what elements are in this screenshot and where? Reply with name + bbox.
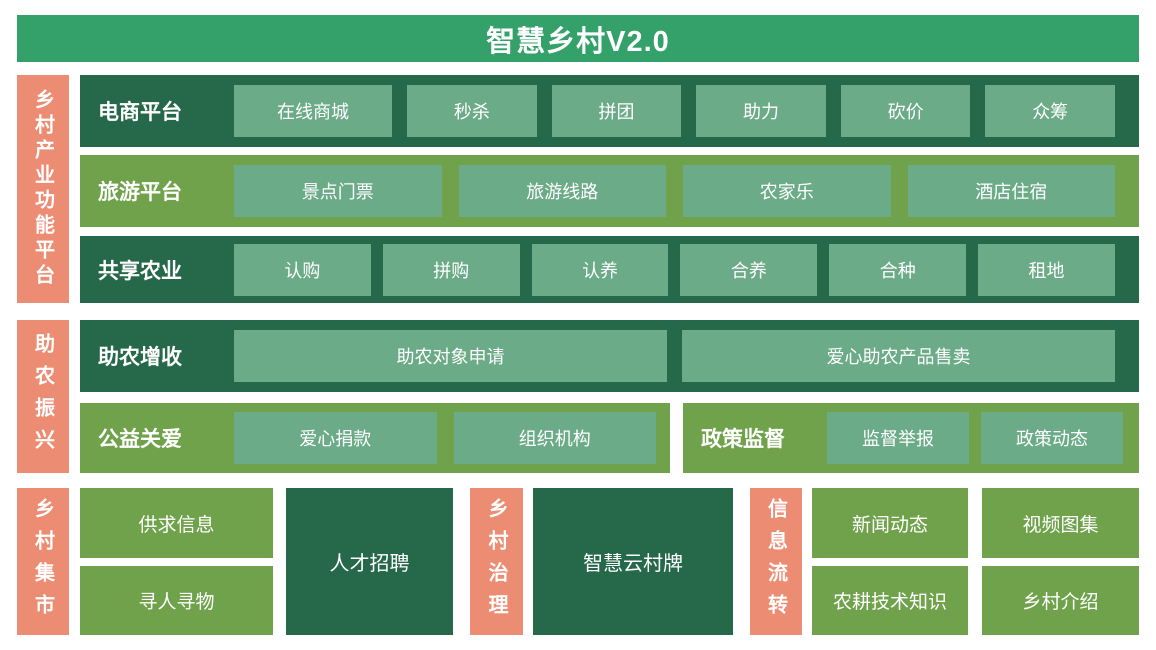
item-group-purchase[interactable]: 拼购 <box>382 243 520 296</box>
tile-recruitment[interactable]: 人才招聘 <box>286 488 453 635</box>
item-flash-sale[interactable]: 秒杀 <box>407 85 537 137</box>
item-group-buy[interactable]: 拼团 <box>551 85 682 137</box>
item-online-mall[interactable]: 在线商城 <box>234 85 393 137</box>
section-label-public-welfare: 公益关爱 <box>98 428 182 451</box>
farmer-income-items: 助农对象申请 爱心助农产品售卖 <box>234 330 1139 382</box>
page-title-bar: 智慧乡村V2.0 <box>17 15 1139 62</box>
section-label-policy-supervision: 政策监督 <box>701 428 785 451</box>
section-label-ecommerce: 电商平台 <box>98 101 182 124</box>
item-boost[interactable]: 助力 <box>696 85 826 137</box>
item-charity-farm-product-sales[interactable]: 爱心助农产品售卖 <box>682 330 1115 382</box>
tile-village-introduction[interactable]: 乡村介绍 <box>982 566 1139 635</box>
item-land-rental[interactable]: 租地 <box>978 243 1115 296</box>
section-label-farmer-income: 助农增收 <box>98 346 182 369</box>
item-tour-routes[interactable]: 旅游线路 <box>458 165 666 217</box>
tile-smart-cloud-village-board[interactable]: 智慧云村牌 <box>533 488 733 635</box>
item-attraction-tickets[interactable]: 景点门票 <box>234 165 442 217</box>
item-supervision-report[interactable]: 监督举报 <box>827 412 969 464</box>
section-public-welfare: 公益关爱 爱心捐款 组织机构 <box>80 403 670 473</box>
item-co-raise[interactable]: 合养 <box>680 243 818 296</box>
item-subscribe-purchase[interactable]: 认购 <box>234 243 371 296</box>
tile-farming-tech-knowledge[interactable]: 农耕技术知识 <box>812 566 968 635</box>
item-adopt[interactable]: 认养 <box>531 243 669 296</box>
tile-lost-and-found[interactable]: 寻人寻物 <box>80 566 273 635</box>
item-organizations[interactable]: 组织机构 <box>453 412 656 464</box>
sidebar-label-village-market: 乡村集市 <box>17 488 69 635</box>
tourism-items: 景点门票 旅游线路 农家乐 酒店住宿 <box>234 165 1139 217</box>
sidebar-label-rural-industry-platform: 乡村产业功能平台 <box>17 75 69 303</box>
sidebar-label-village-governance: 乡村治理 <box>470 488 523 635</box>
item-farm-stay[interactable]: 农家乐 <box>683 165 891 217</box>
section-shared-agriculture: 共享农业 认购 拼购 认养 合养 合种 租地 <box>80 236 1139 303</box>
section-ecommerce-platform: 电商平台 在线商城 秒杀 拼团 助力 砍价 众筹 <box>80 75 1139 147</box>
tile-video-gallery[interactable]: 视频图集 <box>982 488 1139 558</box>
item-bargain[interactable]: 砍价 <box>840 85 971 137</box>
public-welfare-items: 爱心捐款 组织机构 <box>234 412 670 464</box>
ecommerce-items: 在线商城 秒杀 拼团 助力 砍价 众筹 <box>234 85 1139 137</box>
item-crowdfunding[interactable]: 众筹 <box>985 85 1115 137</box>
sidebar-label-farmer-assistance: 助农振兴 <box>17 320 69 473</box>
section-policy-supervision: 政策监督 监督举报 政策动态 <box>683 403 1139 473</box>
item-aid-recipient-application[interactable]: 助农对象申请 <box>234 330 667 382</box>
shared-agriculture-items: 认购 拼购 认养 合养 合种 租地 <box>234 243 1139 296</box>
section-label-shared-agriculture: 共享农业 <box>98 259 182 283</box>
item-hotel-lodging[interactable]: 酒店住宿 <box>907 165 1115 217</box>
section-tourism-platform: 旅游平台 景点门票 旅游线路 农家乐 酒店住宿 <box>80 155 1139 227</box>
section-farmer-income-boost: 助农增收 助农对象申请 爱心助农产品售卖 <box>80 320 1139 392</box>
item-charity-donation[interactable]: 爱心捐款 <box>234 412 437 464</box>
policy-supervision-items: 监督举报 政策动态 <box>827 412 1139 464</box>
item-policy-updates[interactable]: 政策动态 <box>981 412 1123 464</box>
page-title: 智慧乡村V2.0 <box>486 25 670 58</box>
item-co-plant[interactable]: 合种 <box>829 243 967 296</box>
tile-supply-demand-info[interactable]: 供求信息 <box>80 488 273 558</box>
sidebar-label-information-flow: 信息流转 <box>750 488 802 635</box>
section-label-tourism: 旅游平台 <box>98 181 182 204</box>
tile-news-updates[interactable]: 新闻动态 <box>812 488 968 558</box>
